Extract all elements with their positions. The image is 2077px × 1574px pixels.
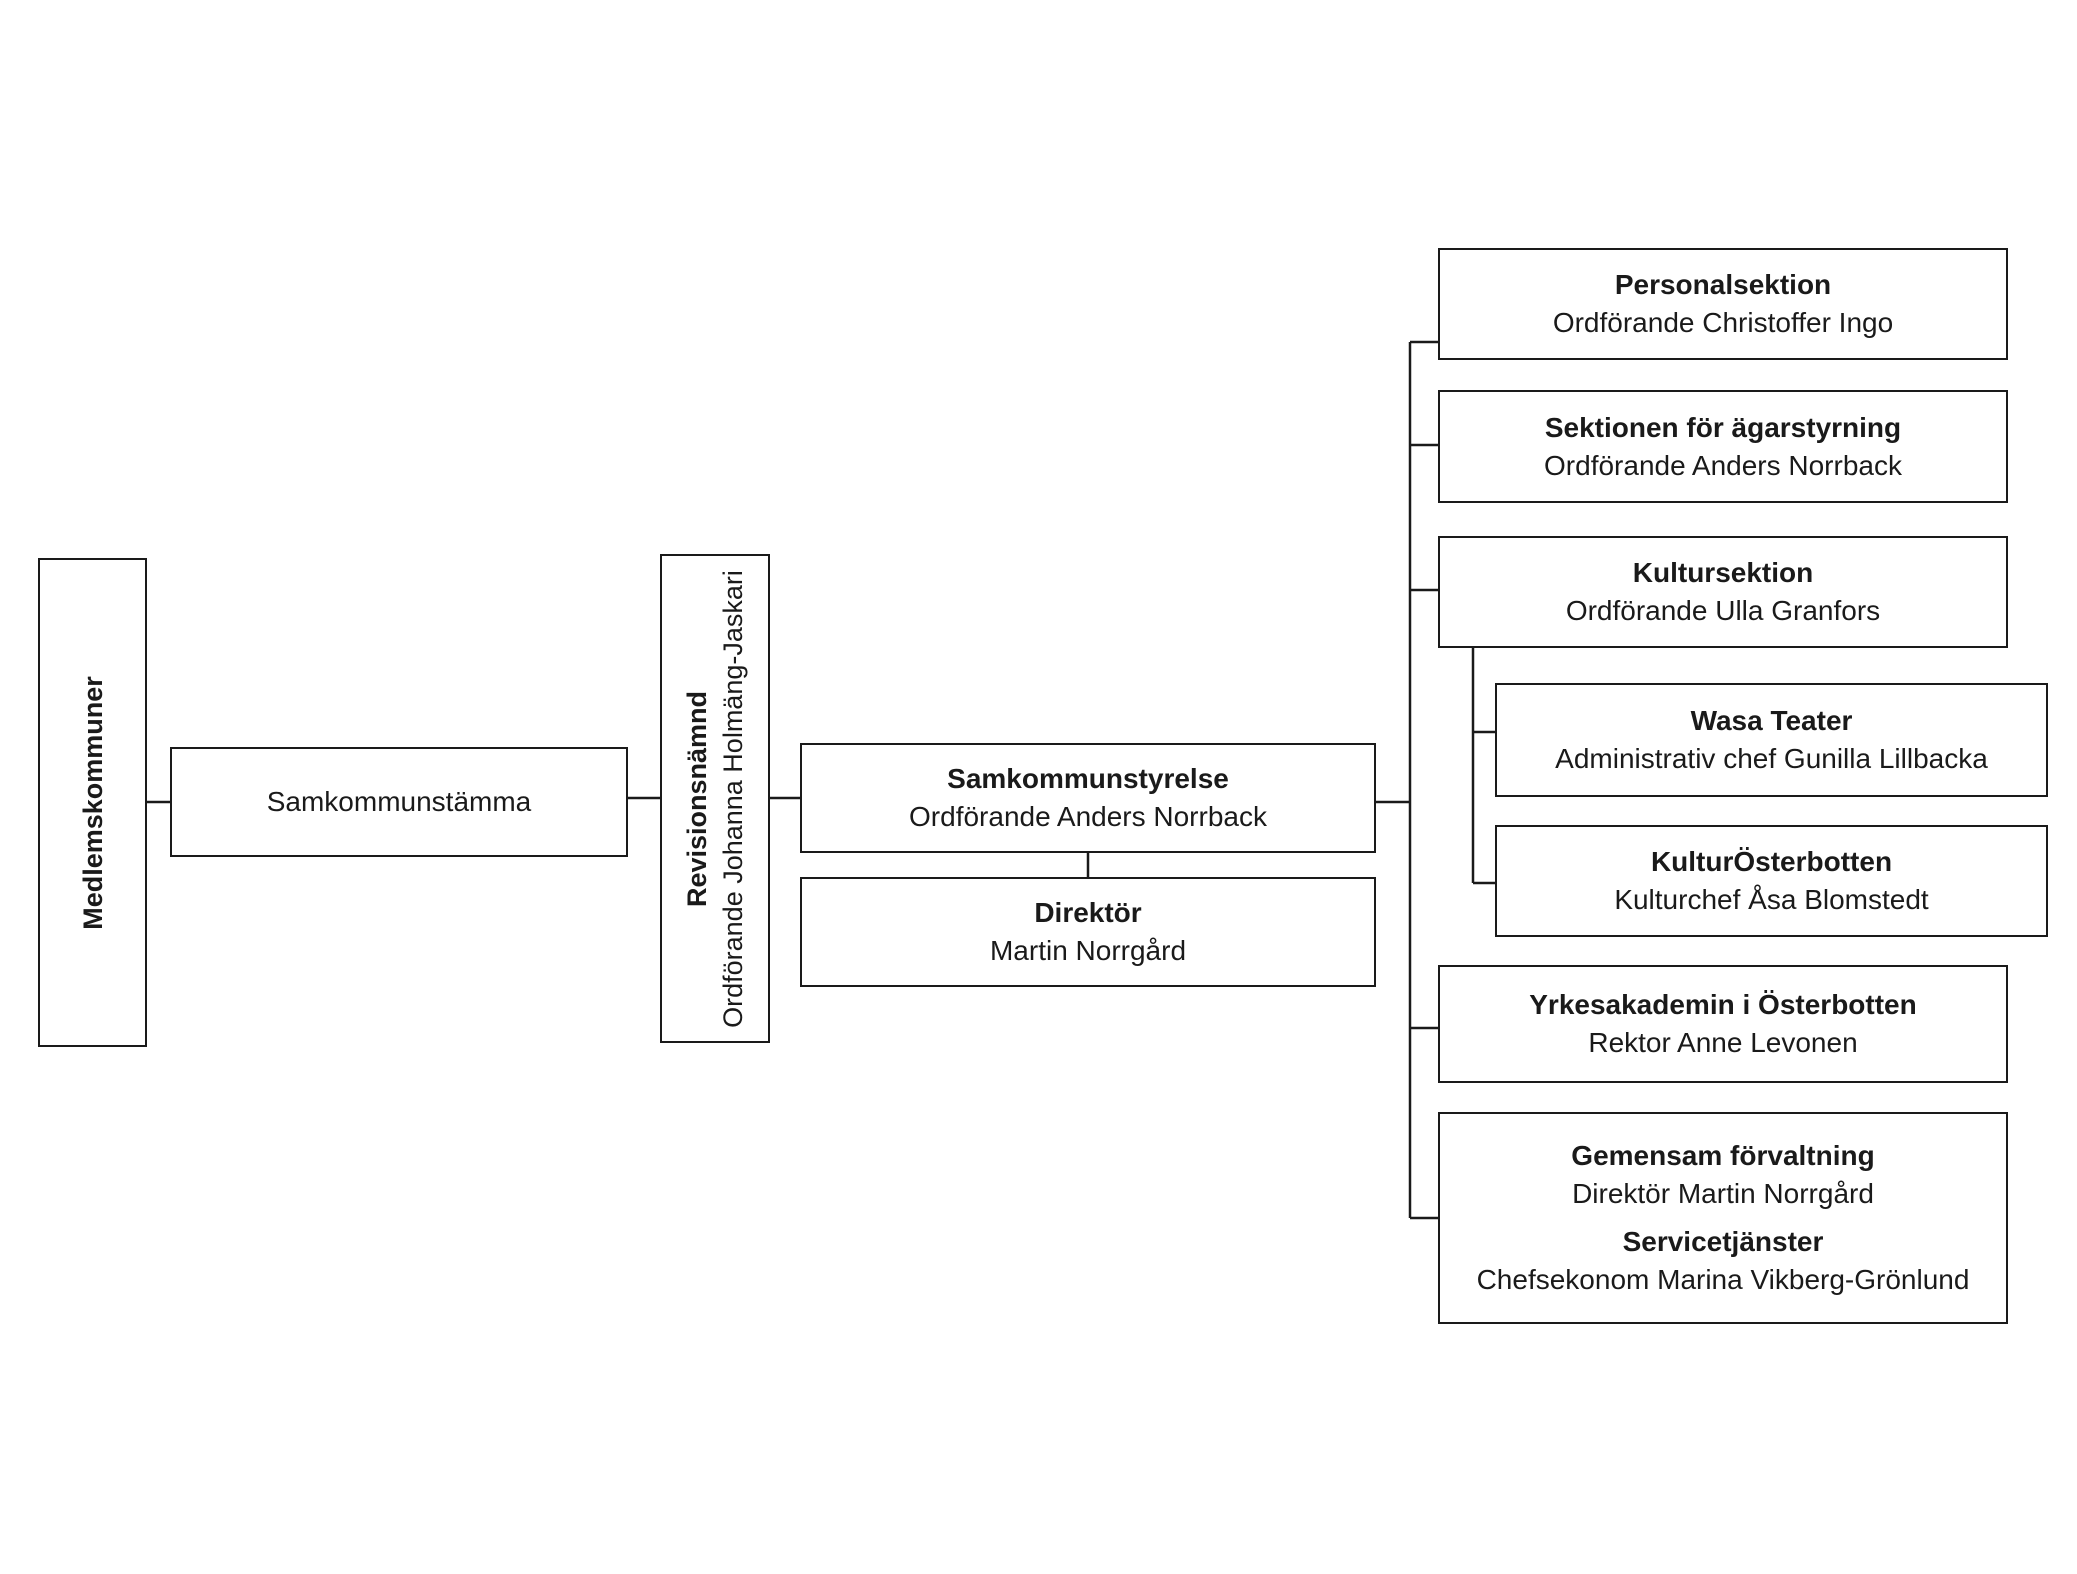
medlemskommuner-title: Medlemskommuner (77, 675, 108, 930)
kultursektion-chair: Ordförande Ulla Granfors (1565, 595, 1881, 626)
gemensam-forvaltning-title: Gemensam förvaltning (1571, 1140, 1875, 1171)
personalsektion-title: Personalsektion (1614, 269, 1832, 300)
yrkesakademin-rektor: Rektor Anne Levonen (1588, 1027, 1858, 1058)
gemensam-forvaltning-direktor: Direktör Martin Norrgård (1572, 1178, 1874, 1209)
samkommunstamma-label: Samkommunstämma (266, 786, 532, 817)
personalsektion-chair: Ordförande Christoffer Ingo (1552, 307, 1894, 338)
kulturosterbotten-title: KulturÖsterbotten (1650, 846, 1893, 877)
direktor-box: Direktör Martin Norrgård (800, 877, 1376, 987)
personalsektion-box: Personalsektion Ordförande Christoffer I… (1438, 248, 2008, 360)
samkommunstamma-box: Samkommunstämma (170, 747, 628, 857)
kulturosterbotten-chief: Kulturchef Åsa Blomstedt (1614, 884, 1929, 915)
wasa-teater-box: Wasa Teater Administrativ chef Gunilla L… (1495, 683, 2048, 797)
samkommunstyrelse-chair: Ordförande Anders Norrback (909, 801, 1267, 832)
wasa-teater-chief: Administrativ chef Gunilla Lillbacka (1555, 743, 1988, 774)
samkommunstyrelse-box: Samkommunstyrelse Ordförande Anders Norr… (800, 743, 1376, 853)
yrkesakademin-title: Yrkesakademin i Österbotten (1529, 989, 1917, 1020)
gemensam-forvaltning-box: Gemensam förvaltning Direktör Martin Nor… (1438, 1112, 2008, 1324)
direktor-name: Martin Norrgård (989, 935, 1187, 966)
wasa-teater-title: Wasa Teater (1690, 705, 1853, 736)
revisionsnamnd-box: Revisionsnämnd Ordförande Johanna Holmän… (660, 554, 770, 1043)
kultursektion-title: Kultursektion (1632, 557, 1814, 588)
medlemskommuner-box: Medlemskommuner (38, 558, 147, 1047)
revisionsnamnd-chair: Ordförande Johanna Holmäng-Jaskari (718, 569, 748, 1028)
kulturosterbotten-box: KulturÖsterbotten Kulturchef Åsa Blomste… (1495, 825, 2048, 937)
kultursektion-box: Kultursektion Ordförande Ulla Granfors (1438, 536, 2008, 648)
agarstyrning-chair: Ordförande Anders Norrback (1544, 449, 1902, 481)
samkommunstyrelse-title: Samkommunstyrelse (947, 763, 1229, 794)
direktor-title: Direktör (1034, 897, 1142, 928)
servicetjanster-chefsekonom: Chefsekonom Marina Vikberg-Grönlund (1476, 1264, 1970, 1295)
revisionsnamnd-title: Revisionsnämnd (682, 690, 712, 907)
agarstyrning-box: Sektionen för ägarstyrning Ordförande An… (1438, 390, 2008, 503)
yrkesakademin-box: Yrkesakademin i Österbotten Rektor Anne … (1438, 965, 2008, 1083)
agarstyrning-title: Sektionen för ägarstyrning (1544, 411, 1902, 443)
servicetjanster-title: Servicetjänster (1622, 1226, 1824, 1257)
